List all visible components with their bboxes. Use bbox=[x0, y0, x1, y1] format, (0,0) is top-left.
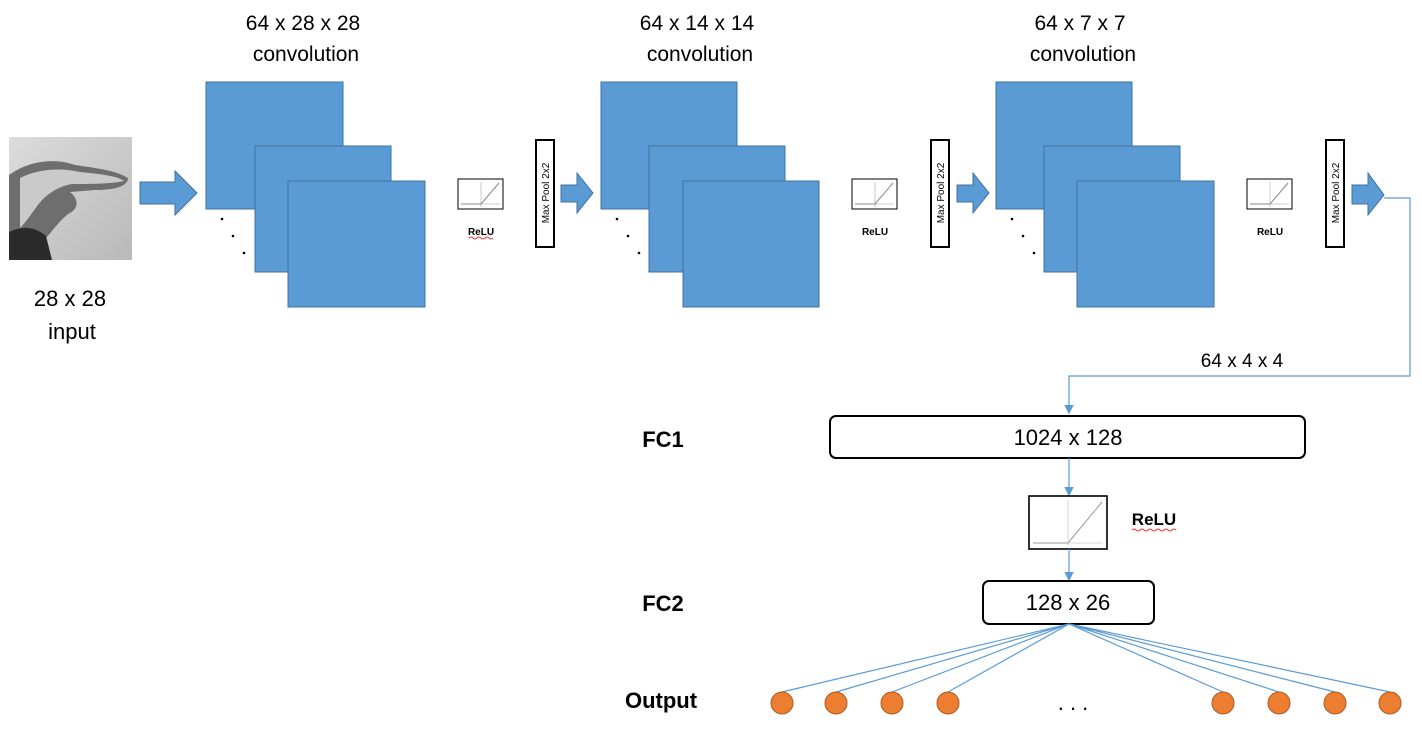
conv1-dims-label: 64 x 28 x 28 bbox=[246, 12, 360, 35]
conv2-name-label: convolution bbox=[647, 43, 753, 66]
conv1-name-label: convolution bbox=[253, 43, 359, 66]
maxpool2-box bbox=[930, 139, 950, 248]
fc-relu-label: ReLU bbox=[1132, 510, 1176, 529]
conv3-name-label: convolution bbox=[1030, 43, 1136, 66]
input-label-line1: 28 x 28 bbox=[34, 286, 106, 311]
arrow-icon bbox=[560, 171, 594, 215]
fc1-dims-label: 1024 x 128 bbox=[1014, 425, 1123, 450]
fc2-dims-label: 128 x 26 bbox=[1026, 590, 1110, 615]
output-node bbox=[1323, 691, 1347, 715]
conv2-dims-label: 64 x 14 x 14 bbox=[640, 12, 755, 35]
maxpool2-label: Max Pool 2x2 bbox=[936, 162, 947, 223]
output-node bbox=[936, 691, 960, 715]
conv1-stack-dots bbox=[220, 217, 246, 255]
relu3-graph-icon bbox=[1246, 178, 1293, 210]
relu2-label: ReLU bbox=[862, 227, 888, 238]
maxpool3-label: Max Pool 2x2 bbox=[1331, 162, 1342, 223]
conv3-stack-dots bbox=[1010, 217, 1036, 255]
input-label-line2: input bbox=[48, 319, 96, 344]
maxpool1-label: Max Pool 2x2 bbox=[541, 162, 552, 223]
flatten-dims-label: 64 x 4 x 4 bbox=[1201, 351, 1284, 372]
output-label: Output bbox=[625, 688, 698, 713]
spellcheck-underline bbox=[1131, 528, 1177, 532]
conv1-feature-map-front bbox=[287, 180, 426, 308]
relu1-graph-icon bbox=[457, 178, 504, 210]
relu2-graph-icon bbox=[851, 178, 898, 210]
spellcheck-underline bbox=[468, 236, 494, 240]
conv2-stack-dots bbox=[615, 217, 641, 255]
conv3-feature-map-front bbox=[1076, 180, 1215, 308]
fc2-name-label: FC2 bbox=[642, 591, 684, 616]
output-node bbox=[770, 691, 794, 715]
arrow-icon bbox=[139, 169, 198, 217]
fc-relu-graph-icon bbox=[1028, 495, 1108, 550]
relu1-label: ReLU bbox=[468, 227, 494, 238]
output-node bbox=[824, 691, 848, 715]
relu3-label: ReLU bbox=[1257, 227, 1283, 238]
output-node bbox=[1211, 691, 1235, 715]
flatten-connector bbox=[1064, 197, 1411, 415]
input-image bbox=[9, 137, 132, 260]
conv3-dims-label: 64 x 7 x 7 bbox=[1034, 12, 1125, 35]
fc1-layer-box bbox=[829, 415, 1306, 459]
output-node bbox=[1378, 691, 1402, 715]
output-ellipsis: . . . bbox=[1058, 690, 1089, 715]
output-connectors bbox=[781, 623, 1391, 693]
maxpool3-box bbox=[1325, 139, 1345, 248]
output-node bbox=[880, 691, 904, 715]
arrow-icon bbox=[1351, 171, 1385, 217]
output-node bbox=[1267, 691, 1291, 715]
arrow-icon bbox=[956, 171, 990, 215]
maxpool1-box bbox=[535, 139, 555, 248]
fc1-name-label: FC1 bbox=[642, 427, 684, 452]
conv2-feature-map-front bbox=[682, 180, 820, 308]
